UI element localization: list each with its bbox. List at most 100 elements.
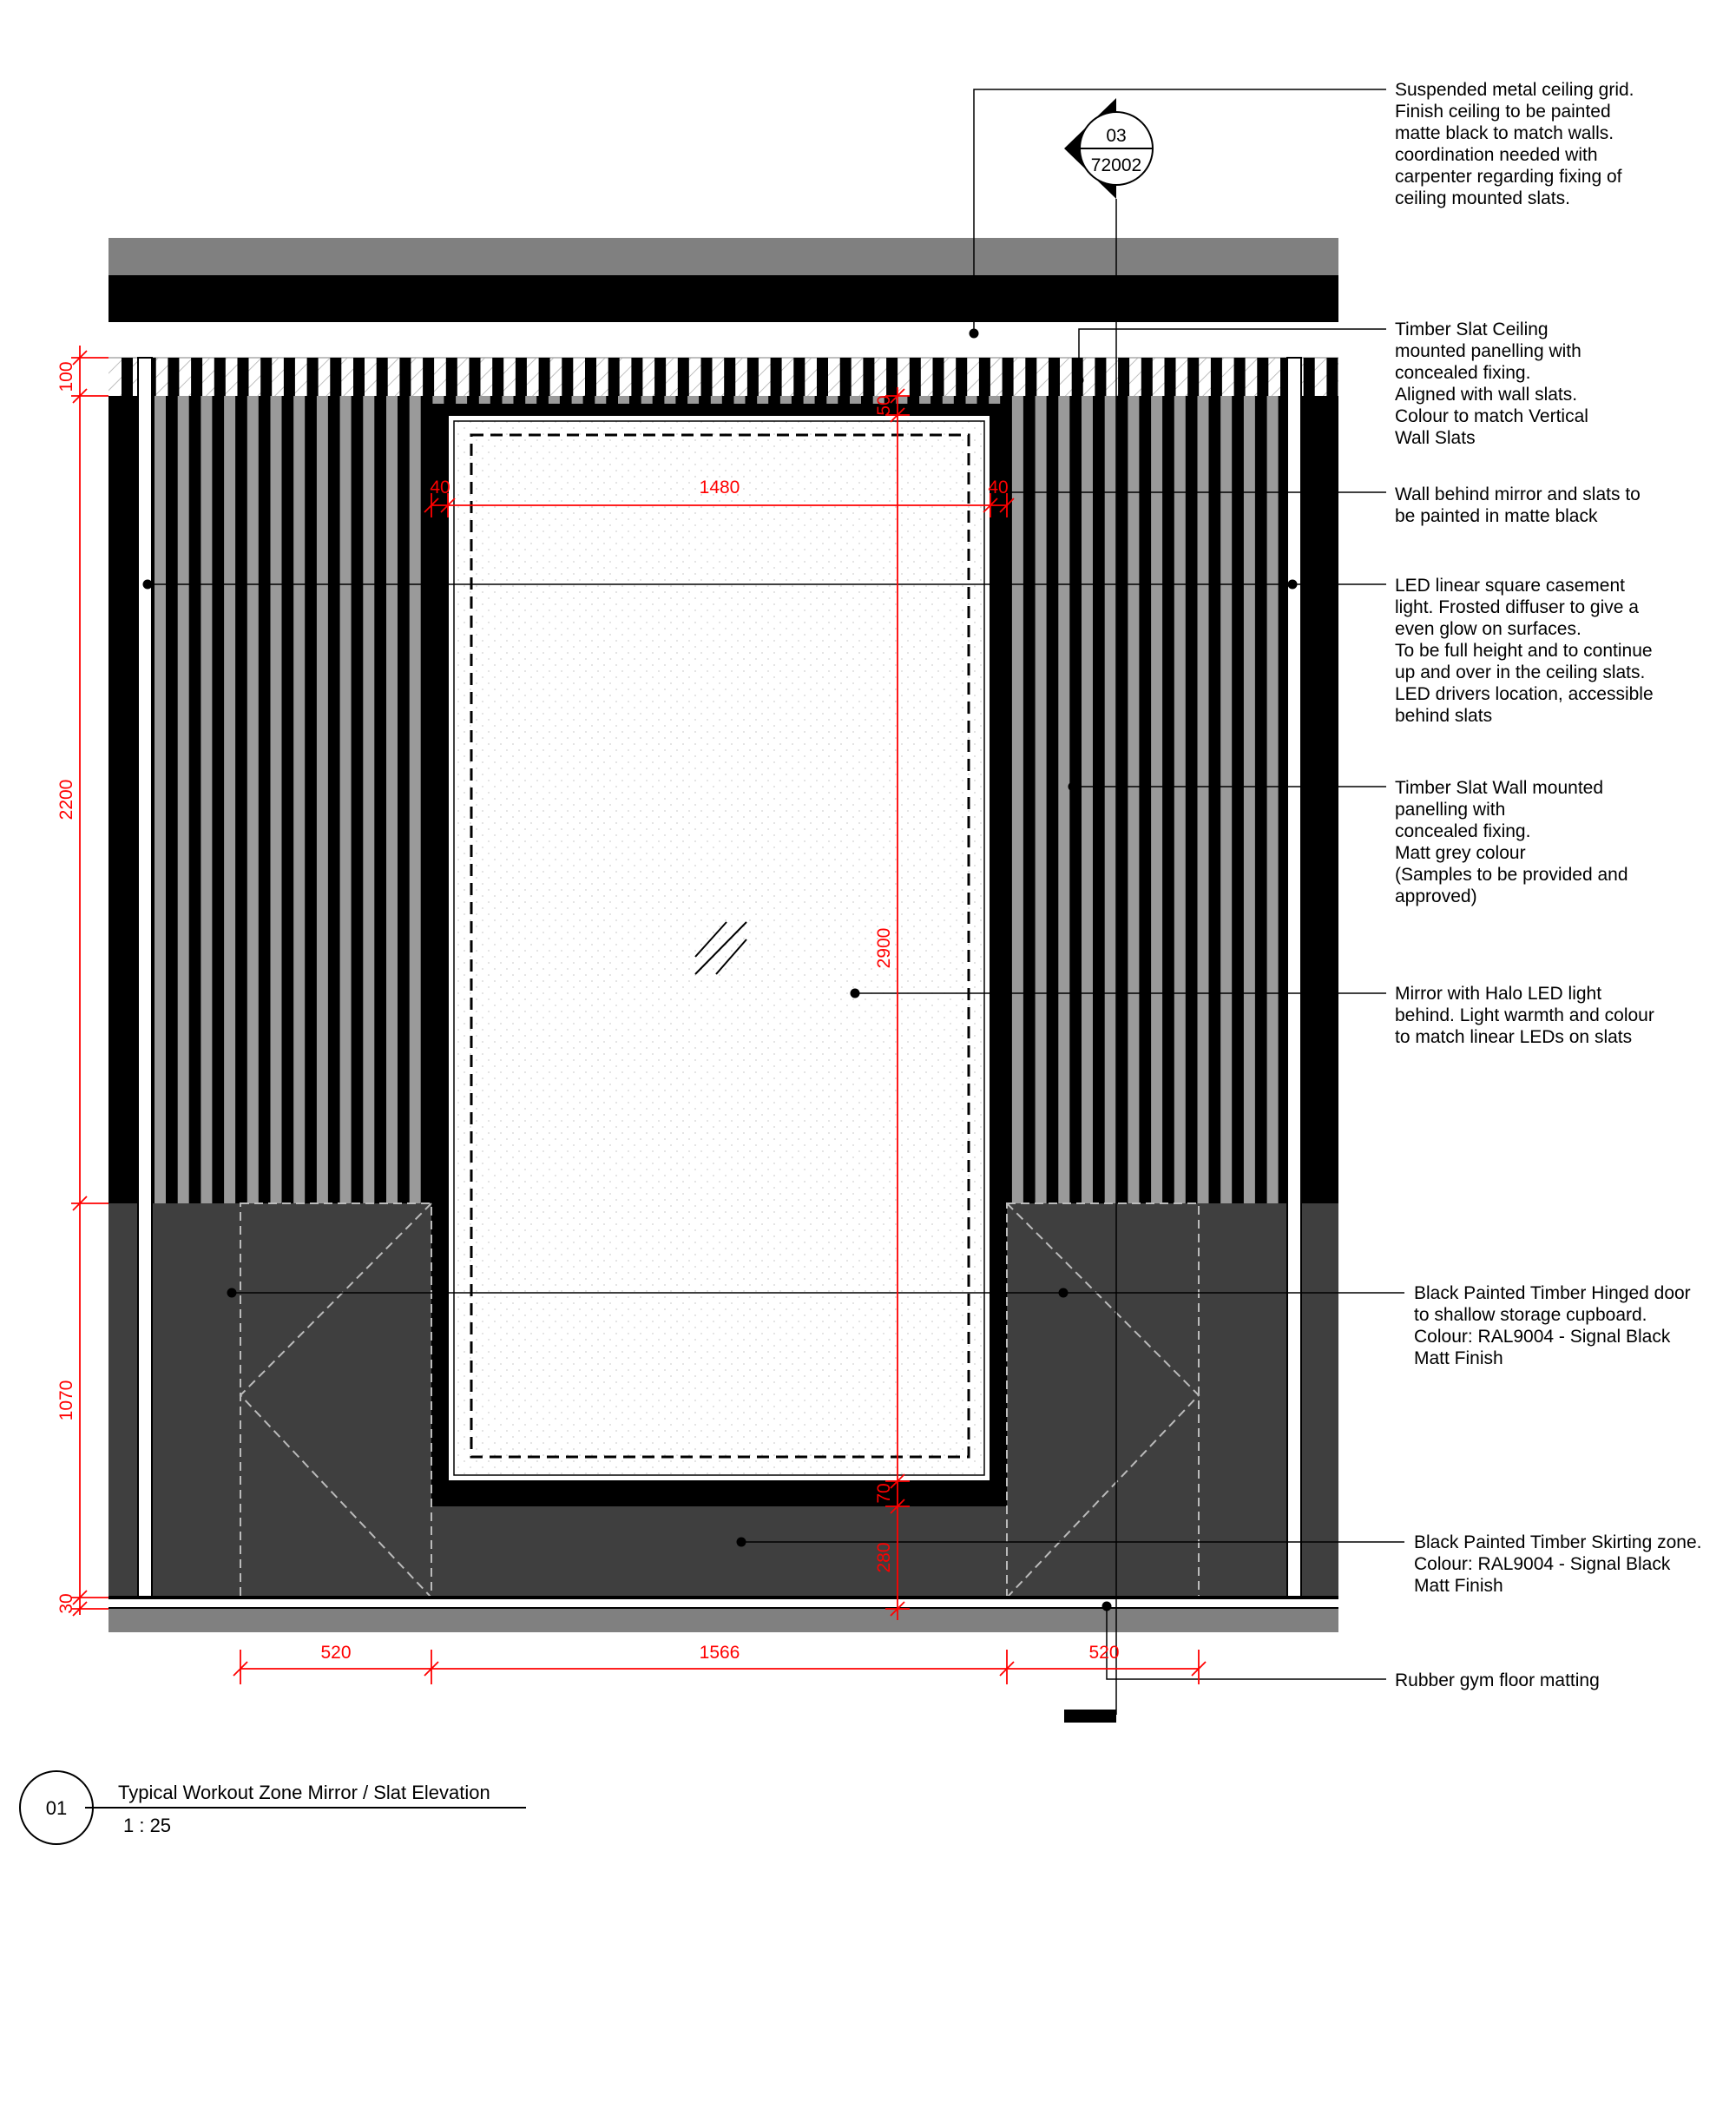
dimension-lines (71, 346, 1207, 1684)
ceiling-slat (978, 358, 990, 396)
ceiling-slat (1303, 358, 1315, 396)
ceiling-slat (1141, 358, 1153, 396)
note-slat-wall: Timber Slat Wall mounted panelling with … (1395, 778, 1633, 906)
ceiling-slat (1049, 358, 1060, 396)
wall-slat (177, 396, 189, 1203)
ceiling-slat (353, 358, 365, 396)
ceiling-slat (399, 358, 411, 396)
led-linear-light-right (1286, 357, 1302, 1598)
ceiling-slat (724, 358, 736, 396)
ceiling-slat (1187, 358, 1200, 396)
ceiling-slat (817, 358, 828, 396)
section-sheet: 72002 (1091, 155, 1141, 175)
dim-mirror-bottom: 70 (874, 1483, 894, 1503)
ceiling-slat (1257, 358, 1269, 396)
wall-slat (1243, 396, 1255, 1203)
note-led-light: LED linear square casement light. Froste… (1395, 576, 1658, 726)
dim-center-width: 1566 (700, 1643, 740, 1663)
wall-slat (1035, 396, 1047, 1203)
timber-ceiling-slats (122, 358, 1338, 396)
ceiling-slat (515, 358, 527, 396)
wall-slat (247, 396, 259, 1203)
note-skirting: Black Painted Timber Skirting zone. Colo… (1414, 1532, 1706, 1596)
suspended-ceiling-grid (108, 238, 1338, 276)
view-scale: 1 : 25 (123, 1815, 171, 1836)
wall-slat (270, 396, 282, 1203)
ceiling-slat (492, 358, 504, 396)
ceiling-slat (283, 358, 295, 396)
ceiling-slat (445, 358, 457, 396)
ceiling-slat (168, 358, 180, 396)
wall-slat (155, 396, 166, 1203)
wall-slat (363, 396, 375, 1203)
ceiling-slat (260, 358, 273, 396)
wall-slat (339, 396, 352, 1203)
view-title: Typical Workout Zone Mirror / Slat Eleva… (118, 1782, 490, 1803)
ceiling-slat (909, 358, 921, 396)
wall-slat (386, 396, 398, 1203)
ceiling-slat (538, 358, 550, 396)
title-block: 01 Typical Workout Zone Mirror / Slat El… (19, 1770, 526, 1845)
ceiling-slat (1326, 358, 1338, 396)
ceiling-slat (1002, 358, 1014, 396)
ceiling-slat (608, 358, 620, 396)
dim-cupboard-right-width: 520 (1088, 1643, 1119, 1663)
ceiling-slat (214, 358, 226, 396)
wall-slat (1128, 396, 1140, 1203)
dim-frame-right: 40 (988, 478, 1008, 497)
wall-slat (1174, 396, 1186, 1203)
ceiling-slat (191, 358, 203, 396)
mirror-glass-symbol (694, 921, 727, 958)
ceiling-slat (306, 358, 319, 396)
wall-slat (1058, 396, 1070, 1203)
note-hinged-door: Black Painted Timber Hinged door to shal… (1414, 1283, 1696, 1368)
ceiling-slat (1210, 358, 1222, 396)
dim-cupboard-left-width: 520 (320, 1643, 351, 1663)
ceiling-slat (585, 358, 596, 396)
wall-slat (1082, 396, 1093, 1203)
wall-slat (1104, 396, 1116, 1203)
ceiling-slat (330, 358, 342, 396)
wall-slat (224, 396, 236, 1203)
wall-slat (316, 396, 328, 1203)
ceiling-slat (1233, 358, 1246, 396)
ceiling-slat (863, 358, 875, 396)
note-floor: Rubber gym floor matting (1395, 1670, 1600, 1690)
dim-skirting-height: 280 (874, 1542, 894, 1572)
ceiling-slat (700, 358, 713, 396)
ceiling-slat (770, 358, 782, 396)
rubber-floor-matting (108, 1609, 1338, 1632)
ceiling-slat (886, 358, 898, 396)
ceiling-slat (654, 358, 667, 396)
note-mirror: Mirror with Halo LED light behind. Light… (1395, 984, 1660, 1047)
wall-slat (1220, 396, 1233, 1203)
dim-frame-left: 40 (430, 478, 450, 497)
ceiling-slat (746, 358, 759, 396)
ceiling-slat (1095, 358, 1107, 396)
ceiling-slat (839, 358, 852, 396)
ceiling-slat (237, 358, 249, 396)
ceiling-slat (562, 358, 574, 396)
dim-mirror-width: 1480 (700, 478, 740, 497)
note-slat-ceiling: Timber Slat Ceiling mounted panelling wi… (1395, 320, 1594, 448)
ceiling-slat (423, 358, 435, 396)
dim-ceiling-zone: 100 (56, 361, 76, 392)
dim-wall-height: 2200 (56, 780, 76, 820)
wall-slat (201, 396, 213, 1203)
dim-mirror-top: 50 (874, 395, 894, 415)
dim-mirror-height: 2900 (874, 928, 894, 969)
mirror (453, 420, 985, 1476)
wall-slat (1151, 396, 1163, 1203)
led-linear-light-left (137, 357, 153, 1598)
dim-cupboard-height: 1070 (56, 1380, 76, 1421)
leader-dots (142, 328, 1298, 1611)
ceiling-slat (376, 358, 388, 396)
section-marker: 03 72002 (1064, 98, 1154, 1723)
leader-lines (148, 89, 1404, 1680)
ceiling-slat (469, 358, 481, 396)
wall-slat (1266, 396, 1279, 1203)
ceiling-slat (956, 358, 968, 396)
ceiling-black-band (108, 275, 1338, 322)
ceiling-slat (1025, 358, 1037, 396)
